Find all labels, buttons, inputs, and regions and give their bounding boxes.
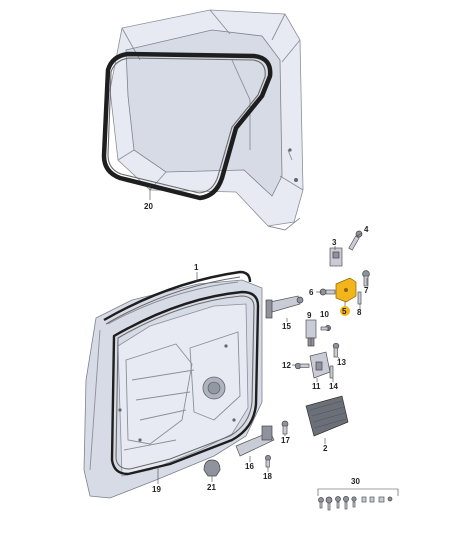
callout-21: 21: [207, 483, 216, 492]
callout-20: 20: [144, 202, 153, 211]
car-body-door-opening: [109, 9, 304, 231]
bolt-18: [265, 455, 271, 468]
callout-17: 17: [281, 436, 290, 445]
callout-14: 14: [329, 382, 338, 391]
callout-2: 2: [323, 444, 328, 453]
bolt-7: [362, 270, 370, 287]
door-check-15: [265, 295, 304, 319]
door-check-strap-16: [235, 425, 275, 457]
door-opening-seal-20: [101, 51, 273, 201]
door-seal-19: [110, 290, 260, 476]
callout-9: 9: [307, 311, 312, 320]
callout-30: 30: [351, 477, 360, 486]
callout-7: 7: [364, 286, 369, 295]
insulation-pad-2: [305, 395, 349, 437]
callout-13: 13: [337, 358, 346, 367]
callout-5: 5: [342, 307, 347, 316]
clip-21: [203, 459, 221, 477]
bolt-13: [332, 342, 340, 358]
hinge-11: [309, 351, 331, 379]
callout-4: 4: [364, 225, 369, 234]
callout-11: 11: [312, 382, 321, 391]
callout-16: 16: [245, 462, 254, 471]
callout-18: 18: [263, 472, 272, 481]
pin-14: [329, 365, 334, 379]
callout-15: 15: [282, 322, 291, 331]
callout-5-marker: [340, 306, 350, 316]
callout-labels: 20 1 3 4 7 6 5 8 15 9 10 12 13 11 14 2 1…: [144, 202, 369, 494]
bolt-12: [294, 362, 310, 370]
door-shell-1: [83, 279, 263, 499]
bolt-6: [319, 288, 336, 296]
callout-1: 1: [194, 263, 199, 272]
leader-lines: [149, 185, 368, 484]
callout-19: 19: [152, 485, 161, 494]
pin-8: [357, 291, 362, 305]
hinge-5: [335, 277, 357, 303]
fastener-kit-30: [317, 488, 399, 511]
window-seal-1: [103, 270, 252, 325]
callout-12: 12: [282, 361, 291, 370]
callout-6: 6: [309, 288, 314, 297]
callout-3: 3: [332, 238, 337, 247]
bracket-3: [329, 247, 343, 267]
callout-10: 10: [320, 310, 329, 319]
bolt-17: [281, 420, 289, 435]
callout-8: 8: [357, 308, 362, 317]
